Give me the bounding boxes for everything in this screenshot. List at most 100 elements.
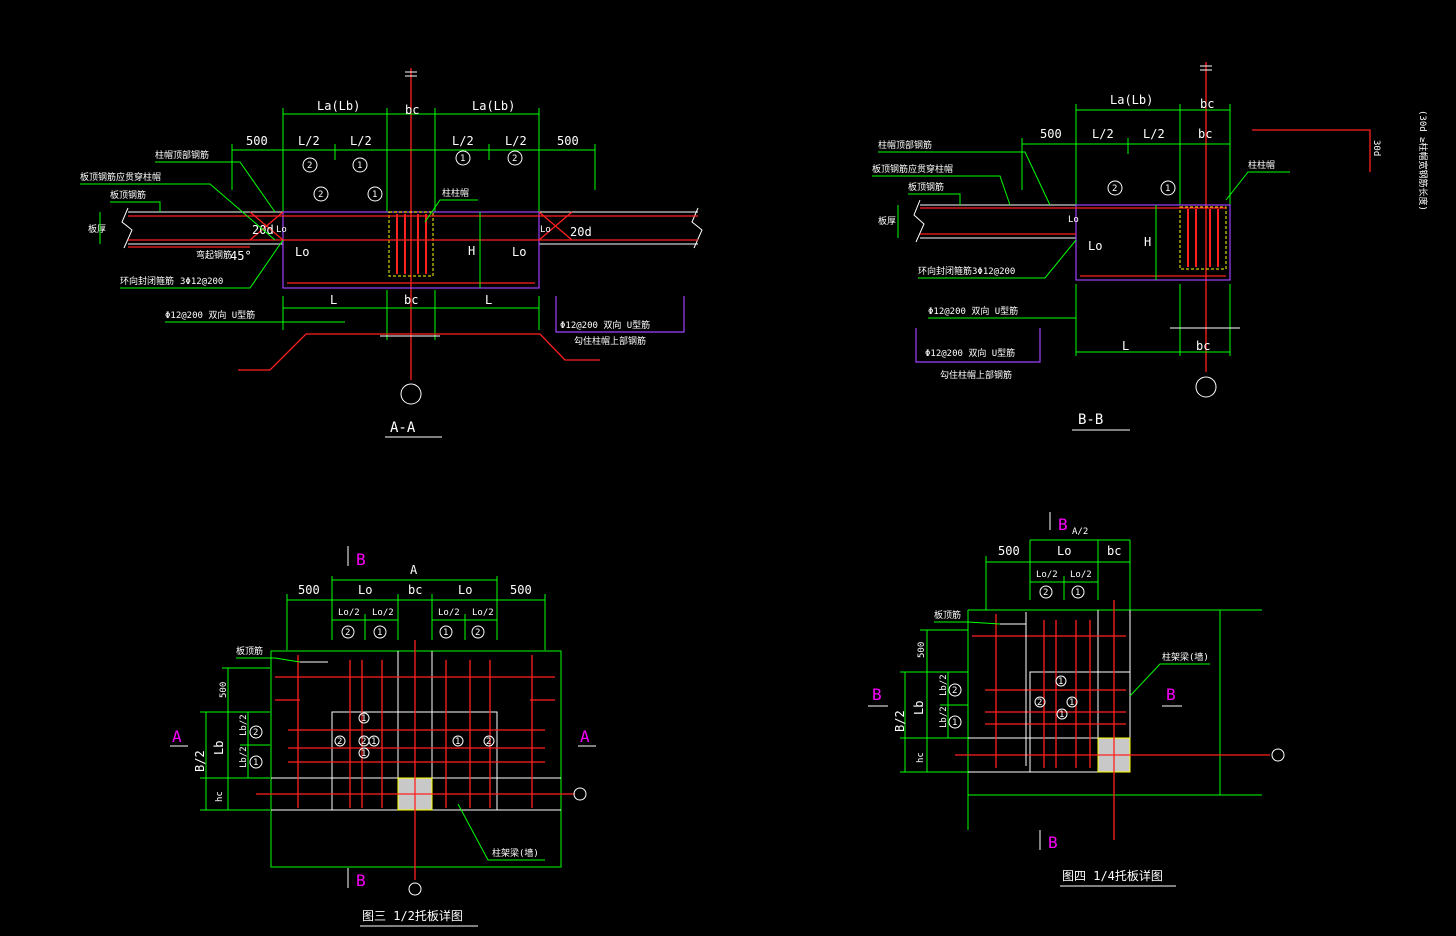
fig4-mark-1: 1	[1075, 588, 1080, 598]
fig4-lo: Lo	[1057, 544, 1071, 558]
bb-top-bar: 柱帽顶部钢筋	[878, 139, 932, 151]
fig3-b2: B/2	[193, 750, 207, 772]
aa-u-left: Φ12@200 双向 U型筋	[165, 309, 255, 321]
fig4-column-label: 柱架梁(墙)	[1162, 651, 1209, 663]
fig4-lb2-b: Lb/2	[939, 706, 949, 728]
bb-section-title: B-B	[1078, 412, 1103, 428]
fig3-lo-1: Lo	[358, 583, 372, 597]
aa-top-bar-label: 柱帽顶部钢筋	[155, 149, 209, 161]
aa-lo-left: Lo	[295, 245, 309, 259]
bb-mark-1: 1	[1165, 184, 1170, 194]
figure-3-plan: B B A 500 Lo bc Lo 500 Lo/2 Lo/2 Lo/2 Lo…	[170, 546, 596, 927]
bb-u3: 勾住柱帽上部钢筋	[940, 369, 1012, 381]
bb-side-note: (30d ≥柱帽宽钢筋长度)	[1417, 110, 1429, 211]
fig4-mark-2: 2	[1043, 588, 1048, 598]
fig4-section-b-bottom: B	[1048, 833, 1058, 852]
fig3-a-top: A	[410, 563, 418, 577]
aa-l-right: L	[485, 293, 492, 307]
aa-mark-2a: 2	[307, 161, 312, 171]
fig4-v500: 500	[917, 642, 927, 658]
aa-slab-bar2-label: 板顶钢筋	[110, 189, 146, 201]
fig4-b2: B/2	[893, 710, 907, 732]
fig4-slab-bar: 板顶筋	[934, 609, 961, 621]
fig3-a-left: A	[172, 727, 182, 746]
aa-mark-2c: 2	[318, 190, 323, 200]
aa-slab-thickness: 板厚	[88, 223, 106, 235]
fig4-hc: hc	[916, 752, 926, 763]
aa-section-title: A-A	[390, 420, 416, 436]
fig3-lb: Lb	[212, 741, 226, 755]
bb-la: La(Lb)	[1110, 93, 1153, 107]
bb-l2-1: L/2	[1092, 127, 1114, 141]
bb-slab-th: 板厚	[878, 215, 896, 227]
aa-lo-s1: Lo	[276, 225, 287, 235]
fig4-vmark-2: 2	[952, 686, 957, 696]
aa-u-right: Φ12@200 双向 U型筋	[560, 319, 650, 331]
aa-ring-label: 环向封闭箍筋	[120, 275, 174, 287]
fig3-vmark-1: 1	[253, 758, 258, 768]
fig3-hc: hc	[215, 791, 225, 802]
fig4-i2: 2	[1037, 698, 1042, 708]
aa-l2-3: L/2	[452, 134, 474, 148]
fig4-lo2-a: Lo/2	[1036, 570, 1058, 580]
bb-bc-2: bc	[1198, 127, 1212, 141]
fig4-lb: Lb	[912, 701, 926, 715]
bb-slab-bar2: 板顶钢筋	[908, 181, 944, 193]
bb-l: L	[1122, 339, 1129, 353]
fig4-500: 500	[998, 544, 1020, 558]
fig3-lo2-a: Lo/2	[338, 608, 360, 618]
fig4-section-b-top: B	[1058, 515, 1068, 534]
bb-500: 500	[1040, 127, 1062, 141]
fig3-vmark-2: 2	[253, 728, 258, 738]
aa-slab-bar-label: 板顶钢筋应贯穿柱帽	[80, 171, 161, 183]
bb-lo-1: Lo	[1068, 215, 1079, 225]
bb-bc-top: bc	[1200, 97, 1214, 111]
aa-mark-1a: 1	[357, 161, 362, 171]
bb-lo-2: Lo	[1088, 239, 1102, 253]
aa-la-right: La(Lb)	[472, 99, 515, 113]
fig3-i2: 2	[337, 737, 342, 747]
fig3-bc: bc	[408, 583, 422, 597]
fig3-i5: 1	[361, 749, 366, 759]
fig3-lb2-b: Lb/2	[239, 746, 249, 768]
fig3-i4: 1	[371, 737, 376, 747]
aa-500-right: 500	[557, 134, 579, 148]
fig3-lb2-a: Lb/2	[239, 714, 249, 736]
fig3-mark-1b: 1	[443, 628, 448, 638]
fig3-500-left: 500	[298, 583, 320, 597]
aa-la-left: La(Lb)	[317, 99, 360, 113]
aa-mark-1c: 1	[372, 190, 377, 200]
fig4-lo2-b: Lo/2	[1070, 570, 1092, 580]
aa-lo-right: Lo	[512, 245, 526, 259]
bb-side-30d: 30d	[1371, 140, 1381, 156]
fig3-mark-2: 2	[345, 628, 350, 638]
section-bb: La(Lb) bc 500 L/2 L/2 bc 2 1 30d (30d ≥柱…	[872, 62, 1429, 431]
aa-angle: 45°	[230, 249, 252, 263]
bb-ring: 环向封闭箍筋	[918, 265, 972, 277]
aa-l2-2: L/2	[350, 134, 372, 148]
fig4-title: 图四 1/4托板详图	[1062, 868, 1163, 883]
fig4-bc: bc	[1107, 544, 1121, 558]
bb-bc-bottom: bc	[1196, 339, 1210, 353]
aa-bc-bottom: bc	[404, 293, 418, 307]
fig3-lo-2: Lo	[458, 583, 472, 597]
aa-ring-spec: 3Φ12@200	[180, 277, 223, 287]
fig4-vmark-1: 1	[952, 718, 957, 728]
fig4-i1: 1	[1058, 677, 1063, 687]
aa-bent-bar: 弯起钢筋	[196, 249, 232, 261]
fig4-b-left: B	[872, 685, 882, 704]
fig4-i3: 1	[1069, 698, 1074, 708]
fig3-a-right: A	[580, 727, 590, 746]
aa-bc-top: bc	[405, 103, 419, 117]
aa-lo-s2: Lo	[540, 225, 551, 235]
fig4-i4: 1	[1059, 710, 1064, 720]
bb-h: H	[1144, 235, 1151, 249]
fig3-500-right: 500	[510, 583, 532, 597]
fig4-lb2-a: Lb/2	[939, 674, 949, 696]
fig3-i6: 2	[486, 737, 491, 747]
bb-u: Φ12@200 双向 U型筋	[928, 305, 1018, 317]
fig3-title: 图三 1/2托板详图	[362, 908, 463, 923]
fig3-mark-2b: 2	[475, 628, 480, 638]
